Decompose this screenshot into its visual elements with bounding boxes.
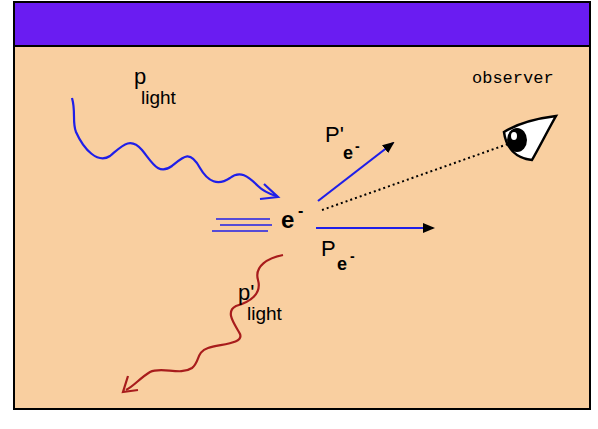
motion-line [212,230,268,232]
momentum-symbol: P' [325,124,344,146]
eye-highlight [511,132,517,140]
motion-line [216,218,270,220]
subscript: light [141,88,176,107]
motion-line [220,224,272,226]
observer-eye [504,116,556,160]
scattered-photon-wave [126,255,283,390]
line-of-sight [322,144,508,210]
momentum-symbol: P [321,238,336,260]
observer-label: observer [472,70,554,87]
electron-symbol: e [281,208,294,232]
title-bar [14,2,590,46]
panel [14,2,590,409]
subscript: light [247,304,282,323]
charge-sign: - [355,139,360,153]
incident-photon-wave [72,98,276,196]
subscript: e [337,255,347,273]
scattered-photon-arrowhead [123,376,138,392]
charge-sign: - [350,249,355,263]
incident-photon-arrowhead [260,184,278,199]
eye-pupil [507,128,527,152]
electron-momentum [316,227,433,229]
subscript: e [343,144,353,162]
momentum-symbol: p [134,66,146,88]
charge-sign: - [298,203,303,219]
momentum-symbol: p' [238,282,254,304]
